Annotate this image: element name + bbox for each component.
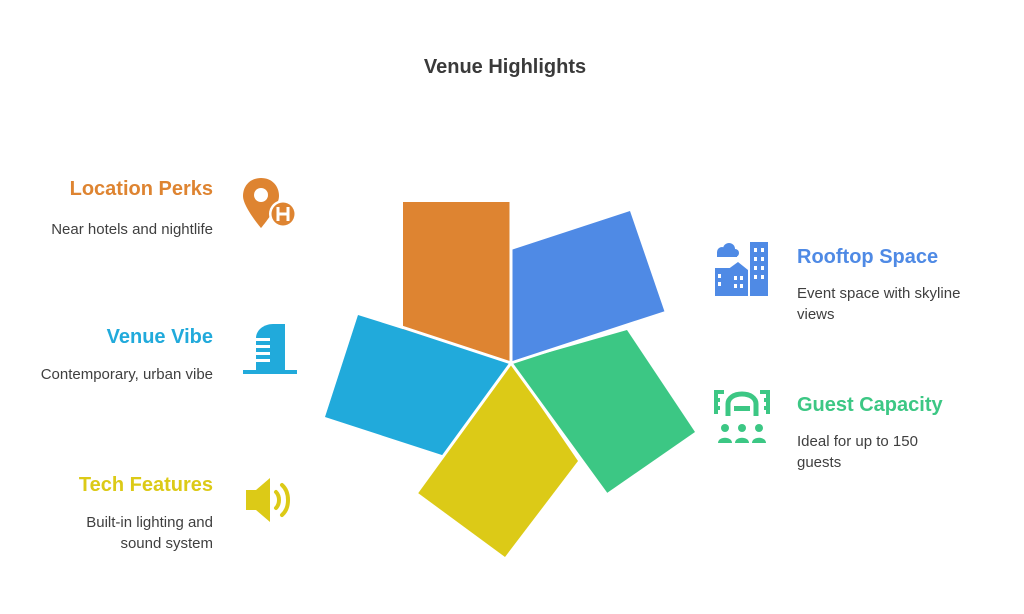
tech-features-title: Tech Features: [78, 474, 213, 496]
audience-seating-icon: [714, 390, 770, 443]
petal-rooftop-space: [511, 211, 665, 363]
modern-building-icon: [243, 324, 297, 374]
petal-location-perks: [403, 202, 511, 363]
hotel-location-pin-icon: [243, 178, 297, 228]
tech-features-desc: Built-in lighting and sound system: [86, 514, 213, 552]
rooftop-space-desc: Event space with skyline views: [797, 285, 961, 323]
diagram-title: Venue Highlights: [423, 56, 587, 78]
venue-vibe-title: Venue Vibe: [106, 326, 213, 348]
petal-guest-capacity: [511, 330, 695, 493]
petal-venue-vibe: [325, 315, 511, 456]
petal-tech-features: [418, 363, 578, 557]
guest-capacity-desc: Ideal for up to 150 guests: [797, 433, 918, 471]
city-skyline-icon: [715, 242, 768, 296]
rooftop-space-title: Rooftop Space: [797, 246, 939, 268]
location-perks-desc: Near hotels and nightlife: [51, 221, 213, 238]
location-perks-title: Location Perks: [69, 178, 213, 200]
venue-vibe-desc: Contemporary, urban vibe: [40, 366, 213, 383]
guest-capacity-title: Guest Capacity: [797, 394, 943, 416]
speaker-icon: [246, 478, 290, 522]
